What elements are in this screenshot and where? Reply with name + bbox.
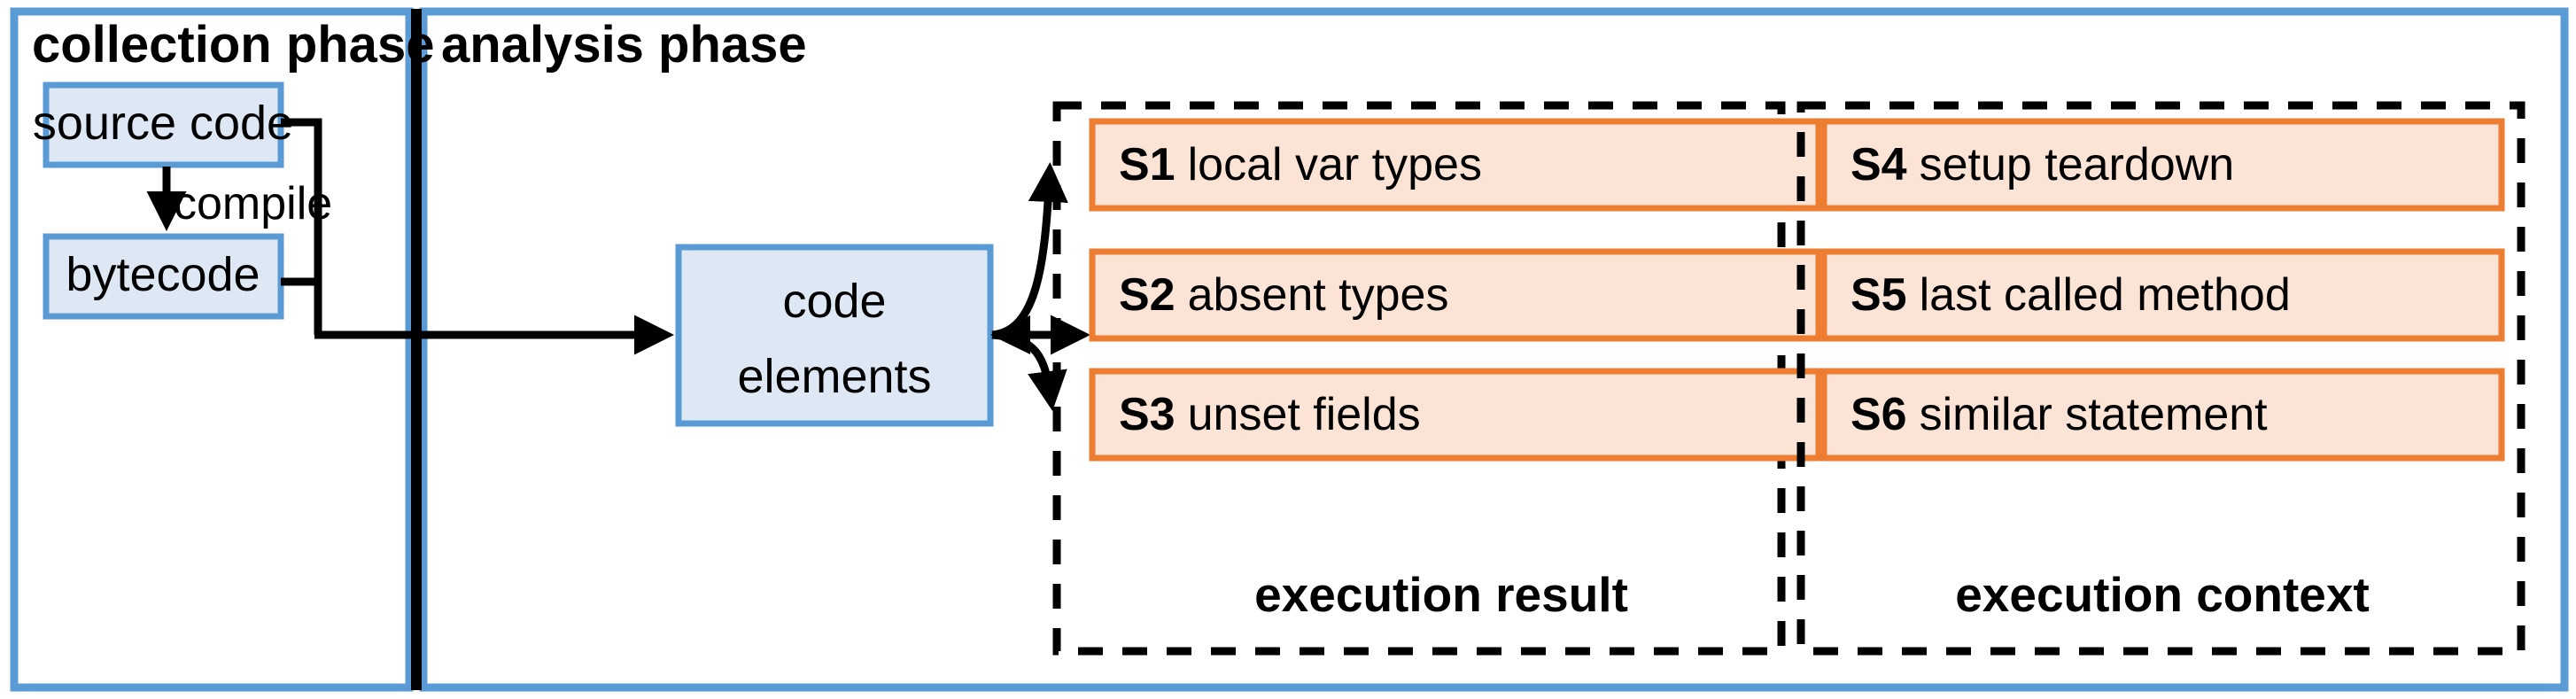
group-label-execution-context: execution context [1955,567,2370,622]
strategy-code-s2: S2 [1119,269,1175,321]
group-execution-context [1796,101,2526,656]
node-code-elements-label-line2: elements [737,350,931,403]
strategy-code-s4: S4 [1851,139,1907,190]
node-source-code-label: source code [33,97,293,150]
strategy-code-s5: S5 [1851,269,1907,321]
strategy-box-s2 [1089,248,1822,342]
strategy-name-s5: last called method [1920,269,2291,321]
edge-source-to-code-elements [281,118,322,335]
strategy-label-s4: S4 setup teardown [1851,139,2234,190]
strategy-name-s6: similar statement [1920,389,2269,440]
strategy-box-s5 [1820,248,2505,342]
strategy-name-s1: local var types [1188,139,1482,190]
strategy-box-s1 [1089,118,1822,212]
node-bytecode [43,233,284,320]
strategy-box-s4 [1820,118,2505,212]
strategy-name-s3: unset fields [1188,389,1421,440]
strategy-code-s3: S3 [1119,389,1175,440]
strategy-name-s2: absent types [1188,269,1449,321]
collection-phase-title: collection phase [32,16,434,74]
edge-bytecode-to-code-elements [281,277,322,335]
node-code-elements-label-line1: code [782,275,886,328]
group-label-execution-result: execution result [1254,567,1628,622]
edge-compile-label: compile [174,178,332,229]
strategy-code-s1: S1 [1119,139,1175,190]
edge-fanout-tail-arrowhead [990,315,1030,354]
strategy-label-s3: S3 unset fields [1119,389,1421,440]
strategy-code-s6: S6 [1851,389,1907,440]
strategy-box-s3 [1089,368,1822,462]
strategy-label-s6: S6 similar statement [1851,389,2268,440]
strategy-name-s4: setup teardown [1920,139,2235,190]
strategy-box-s6 [1820,368,2505,462]
strategy-label-s1: S1 local var types [1119,139,1482,190]
node-code-elements [675,244,994,427]
node-bytecode-label: bytecode [66,248,260,301]
analysis-phase-title: analysis phase [441,16,807,74]
node-source-code [43,82,284,168]
